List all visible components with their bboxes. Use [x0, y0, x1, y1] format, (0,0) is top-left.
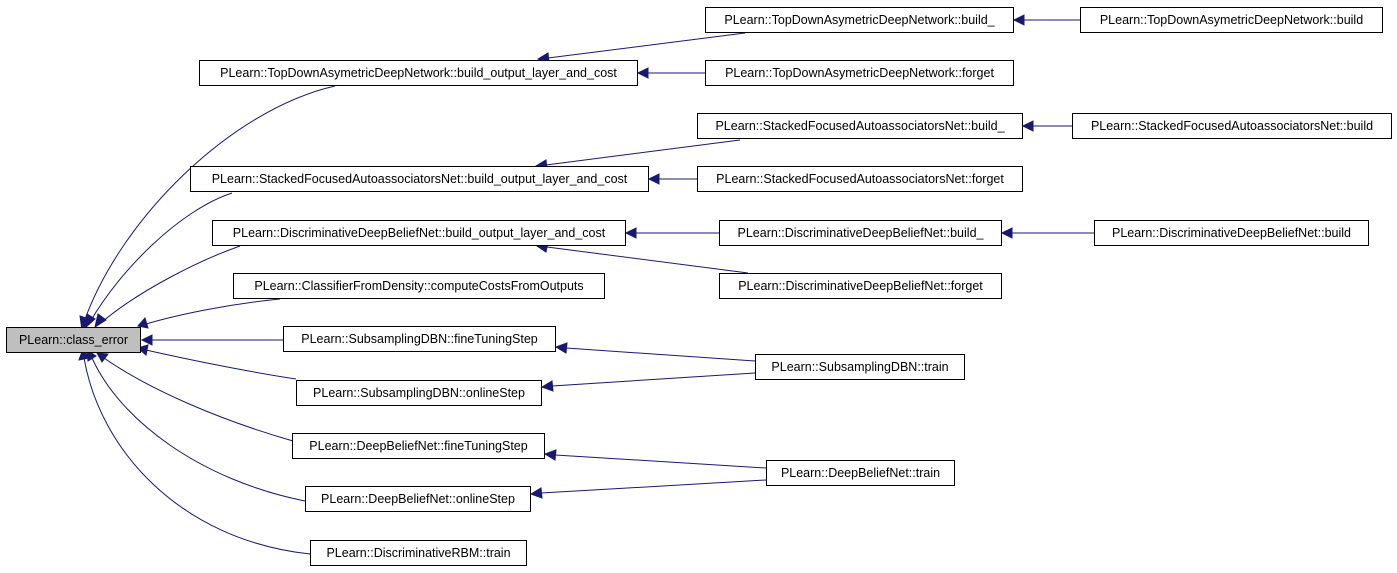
edge-sfan-bolc-to-class-error	[89, 192, 233, 323]
node-dbn-fine-tuning-step[interactable]: PLearn::DeepBeliefNet::fineTuningStep	[292, 433, 545, 459]
arrowhead	[96, 352, 109, 363]
arrowhead	[1000, 227, 1013, 239]
arrowhead	[624, 227, 637, 239]
arrowhead	[543, 449, 557, 461]
edge-dbn-os-to-class-error	[91, 357, 306, 502]
edge-sdbn-os-to-class-error	[145, 349, 297, 380]
arrowhead	[78, 347, 90, 361]
edge-sdbn-train-to-sdbn-os	[551, 372, 756, 387]
arrowhead	[94, 313, 107, 329]
node-ddbn-build-underscore[interactable]: PLearn::DiscriminativeDeepBeliefNet::bui…	[719, 220, 1002, 246]
edge-drbm-train-to-class-error	[83, 357, 311, 555]
edge-ddbn-forget-to-ddbn-bolc	[546, 246, 749, 274]
arrowhead	[137, 316, 149, 329]
arrowhead	[84, 313, 96, 330]
node-ddbn-forget[interactable]: PLearn::DiscriminativeDeepBeliefNet::for…	[719, 273, 1002, 299]
edge-tdadn-build-underscore-to-bolc	[547, 32, 746, 59]
arrowhead	[1021, 120, 1034, 132]
node-tdadn-build[interactable]: PLearn::TopDownAsymetricDeepNetwork::bui…	[1080, 7, 1383, 33]
arrowhead	[140, 334, 153, 346]
node-sdbn-online-step[interactable]: PLearn::SubsamplingDBN::onlineStep	[296, 380, 542, 406]
edge-sfan-build-underscore-to-sfan-bolc	[545, 139, 741, 166]
node-dbn-train[interactable]: PLearn::DeepBeliefNet::train	[766, 460, 955, 486]
node-tdadn-build-underscore[interactable]: PLearn::TopDownAsymetricDeepNetwork::bui…	[705, 7, 1014, 33]
node-tdadn-build-output-layer-and-cost[interactable]: PLearn::TopDownAsymetricDeepNetwork::bui…	[199, 60, 638, 86]
arrowhead	[636, 67, 649, 79]
node-cfd-compute-costs-from-outputs[interactable]: PLearn::ClassifierFromDensity::computeCo…	[233, 273, 605, 299]
edge-dbn-fts-to-class-error	[103, 357, 294, 442]
node-dbn-online-step[interactable]: PLearn::DeepBeliefNet::onlineStep	[305, 486, 531, 512]
arrowhead	[540, 380, 554, 392]
node-sdbn-fine-tuning-step[interactable]: PLearn::SubsamplingDBN::fineTuningStep	[283, 326, 556, 352]
edge-cfd-ccfo-to-class-error	[145, 298, 281, 325]
node-sfan-build-output-layer-and-cost[interactable]: PLearn::StackedFocusedAutoassociatorsNet…	[190, 166, 649, 192]
node-sdbn-train[interactable]: PLearn::SubsamplingDBN::train	[755, 354, 965, 380]
node-ddbn-build-output-layer-and-cost[interactable]: PLearn::DiscriminativeDeepBeliefNet::bui…	[212, 220, 626, 246]
node-ddbn-build[interactable]: PLearn::DiscriminativeDeepBeliefNet::bui…	[1094, 220, 1369, 246]
arrowhead	[647, 173, 660, 185]
node-class-error[interactable]: PLearn::class_error	[6, 327, 141, 353]
node-sfan-forget[interactable]: PLearn::StackedFocusedAutoassociatorsNet…	[697, 166, 1023, 192]
edge-sdbn-train-to-sdbn-fts	[565, 347, 756, 362]
edge-tdadn-bolc-to-class-error	[83, 85, 336, 323]
edge-dbn-train-to-dbn-os	[540, 479, 767, 494]
node-drbm-train[interactable]: PLearn::DiscriminativeRBM::train	[310, 540, 527, 566]
arrowhead	[529, 487, 543, 499]
arrowhead	[554, 342, 568, 354]
node-sfan-build[interactable]: PLearn::StackedFocusedAutoassociatorsNet…	[1072, 113, 1392, 139]
edge-ddbn-bolc-to-class-error	[101, 245, 241, 323]
node-tdadn-forget[interactable]: PLearn::TopDownAsymetricDeepNetwork::for…	[705, 60, 1014, 86]
edge-dbn-train-to-dbn-fts	[554, 454, 767, 469]
arrowhead	[1012, 14, 1025, 26]
node-sfan-build-underscore[interactable]: PLearn::StackedFocusedAutoassociatorsNet…	[697, 113, 1023, 139]
